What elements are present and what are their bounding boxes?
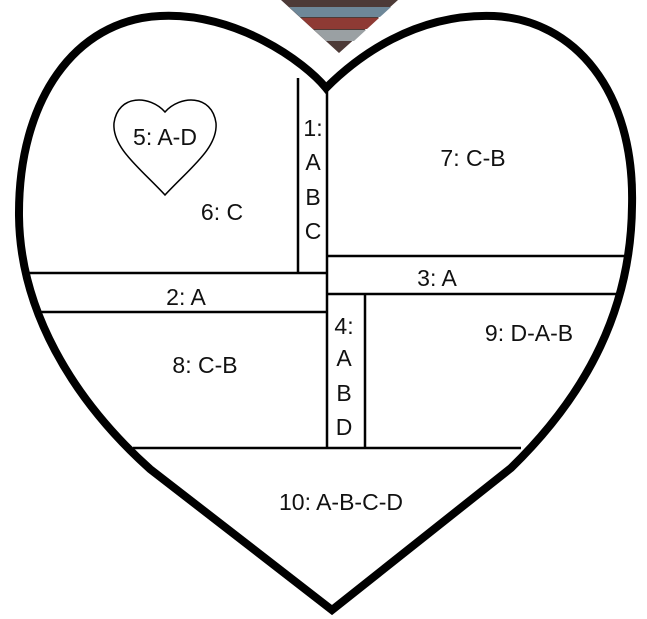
piece-4-letter: A xyxy=(336,345,352,371)
piece-4-number: 4: xyxy=(334,313,353,339)
piece-4-letter: D xyxy=(336,414,353,440)
fabric-swatch-blue-band xyxy=(289,7,391,17)
piece-1-letter: B xyxy=(305,184,320,210)
piece-9-label: 9: D-A-B xyxy=(485,320,573,346)
piece-5-label: 5: A-D xyxy=(133,124,197,150)
piece-3-label: 3: A xyxy=(417,265,457,291)
piece-1-letter: C xyxy=(305,218,322,244)
piece-1-number: 1: xyxy=(303,115,322,141)
fabric-swatch-red-band xyxy=(301,18,379,29)
piece-8-label: 8: C-B xyxy=(172,352,237,378)
piece-2-label: 2: A xyxy=(166,284,206,310)
piece-7-label: 7: C-B xyxy=(440,145,505,171)
piece-1-letter: A xyxy=(305,149,321,175)
piece-6-label: 6: C xyxy=(201,199,243,225)
piece-4-letter: B xyxy=(336,380,351,406)
piece-10-label: 10: A-B-C-D xyxy=(279,489,403,515)
